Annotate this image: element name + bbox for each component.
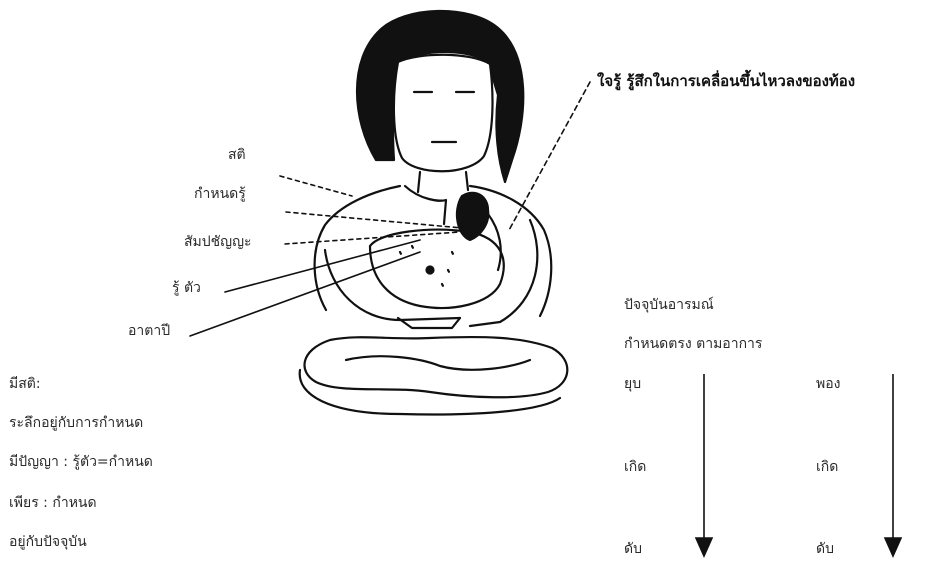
pointer-atapi [190,252,420,336]
label-atapi: อาตาปี [128,322,170,340]
belly-dot [427,267,434,274]
label-ru-tua: รู้ ตัว [172,279,201,297]
col2-end: ดับ [816,540,834,558]
note-5: อยู่กับปัจจุบัน [9,533,87,551]
pointer-kamnot-ru [286,212,462,228]
label-sampajanya: สัมปชัญญะ [184,233,252,251]
face [394,55,493,172]
arrow-head-left [696,538,712,556]
col1-mid: เกิด [624,458,646,476]
pointer-ru-tua [225,240,420,292]
legs-inner [346,356,530,370]
note-2: ระลึกอยู่กับการกำหนด [9,414,143,432]
torso [315,186,552,316]
note-3: มีปัญญา : รู้ตัว=กำหนด [9,453,153,471]
collar [405,186,446,224]
col1-end: ดับ [624,540,642,558]
neck [418,172,468,192]
right-title: ปัจจุบันอารมณ์ [624,296,714,314]
pointer-sati [280,176,352,196]
right-subtitle: กำหนดตรง ตามอาการ [624,335,762,353]
arrow-head-right [885,538,901,556]
note-1: มีสติ: [9,375,41,393]
hands [370,230,504,308]
label-kamnot-ru: กำหนดรู้ [194,185,246,203]
note-4: เพียร : กำหนด [9,494,97,512]
col2-head: พอง [816,375,840,393]
legs [304,337,567,397]
chest-hand [457,193,488,240]
col2-mid: เกิด [816,458,838,476]
label-sati: สติ [228,146,246,164]
col1-head: ยุบ [624,375,641,393]
callout-top: ใจรู้ รู้สึกในการเคลื่อนขึ้นไหวลงของท้อง [597,72,855,90]
